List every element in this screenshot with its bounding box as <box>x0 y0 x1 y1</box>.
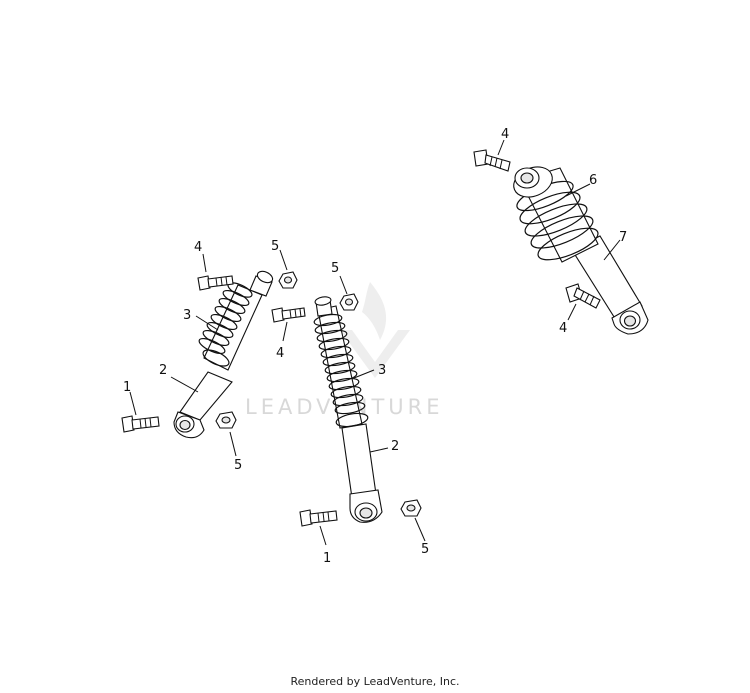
center-shock-body <box>341 423 383 523</box>
left-shock-assembly: 4 5 3 4 2 1 5 <box>121 239 306 473</box>
callout-center-spring: 3 <box>378 363 386 378</box>
callout-left-spring: 3 <box>183 308 191 323</box>
left-bolt-bottom <box>121 415 160 433</box>
callout-center-body: 2 <box>391 439 399 454</box>
center-nut-top <box>339 293 359 311</box>
right-bolt-top <box>473 149 511 172</box>
left-shock-body <box>173 371 233 439</box>
callout-left-nut-bottom: 5 <box>234 458 242 473</box>
callout-left-nut-top: 5 <box>271 239 279 254</box>
callout-right-spring: 6 <box>589 173 597 188</box>
left-bolt-top <box>197 275 234 291</box>
callout-left-body: 2 <box>159 363 167 378</box>
footer-credit: Rendered by LeadVenture, Inc. <box>290 675 460 688</box>
callout-center-nut-bottom: 5 <box>421 542 429 557</box>
center-shock-spring <box>313 296 369 429</box>
callout-left-bolt-bottom: 1 <box>123 380 131 395</box>
left-bolt-mid <box>271 307 306 323</box>
right-shock-assembly: 4 6 7 4 <box>473 127 649 336</box>
callout-center-bolt-bottom: 1 <box>323 551 331 566</box>
left-nut-bottom <box>215 411 237 429</box>
callout-left-bolt-top: 4 <box>194 240 202 255</box>
center-shock-assembly: 5 3 2 1 5 <box>299 261 429 566</box>
left-shock-spring <box>198 270 274 371</box>
left-nut-top <box>278 271 298 289</box>
right-shock-spring <box>513 166 599 263</box>
center-bolt-bottom <box>299 509 338 527</box>
callout-right-bolt-bottom: 4 <box>559 321 567 336</box>
callout-right-body: 7 <box>619 230 627 245</box>
flame-v-logo-icon <box>340 282 410 378</box>
right-shock-body <box>571 235 649 335</box>
callout-center-nut-top: 5 <box>331 261 339 276</box>
center-nut-bottom <box>400 499 422 517</box>
callout-right-bolt-top: 4 <box>501 127 509 142</box>
callout-left-bolt-mid: 4 <box>276 346 284 361</box>
right-bolt-bottom <box>565 283 601 309</box>
